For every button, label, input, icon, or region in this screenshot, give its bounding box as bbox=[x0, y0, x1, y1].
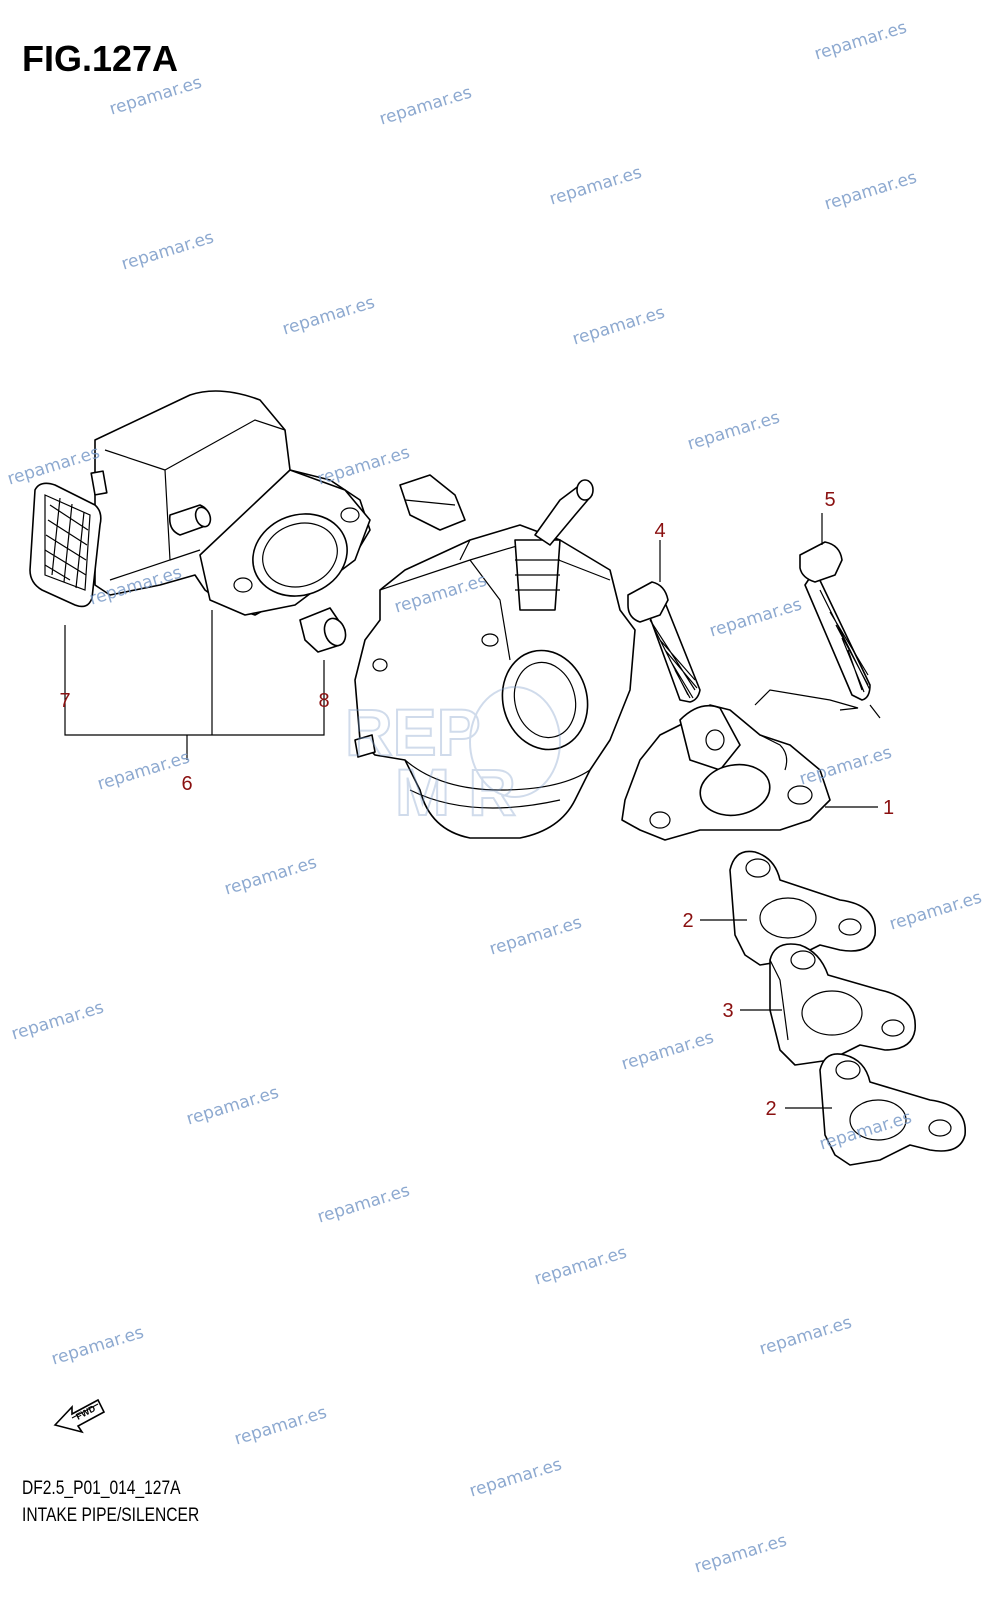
callout-2-upper: 2 bbox=[682, 910, 693, 932]
figure-code: DF2.5_P01_014_127A bbox=[22, 1478, 181, 1499]
intake-pipe bbox=[621, 704, 831, 841]
carburetor bbox=[354, 474, 636, 839]
callout-8: 8 bbox=[318, 690, 329, 712]
grommet bbox=[299, 607, 347, 653]
callout-4: 4 bbox=[654, 520, 665, 542]
cut-line bbox=[754, 689, 881, 719]
mesh-screen bbox=[29, 482, 102, 608]
figure-title: FIG.127A bbox=[22, 38, 179, 79]
watermark-logo: REP M R bbox=[344, 686, 561, 830]
callout-6: 6 bbox=[181, 773, 192, 795]
callout-2-lower: 2 bbox=[765, 1098, 776, 1120]
bolt-4 bbox=[627, 581, 701, 703]
silencer-assembly bbox=[90, 390, 371, 616]
figure-name: INTAKE PIPE/SILENCER bbox=[22, 1505, 200, 1526]
callout-7: 7 bbox=[59, 690, 70, 712]
callout-5: 5 bbox=[824, 489, 835, 511]
gasket-2-lower bbox=[819, 1053, 966, 1166]
callout-3: 3 bbox=[722, 1000, 733, 1022]
bolt-5 bbox=[799, 541, 871, 701]
fwd-arrow-icon: FWD bbox=[53, 1398, 106, 1434]
svg-text:M R: M R bbox=[395, 755, 516, 829]
gasket-2-upper bbox=[729, 850, 876, 966]
insulator-3 bbox=[769, 943, 916, 1066]
svg-text:REP: REP bbox=[345, 695, 481, 769]
leader-lines bbox=[64, 513, 878, 1109]
callout-1: 1 bbox=[883, 797, 894, 819]
